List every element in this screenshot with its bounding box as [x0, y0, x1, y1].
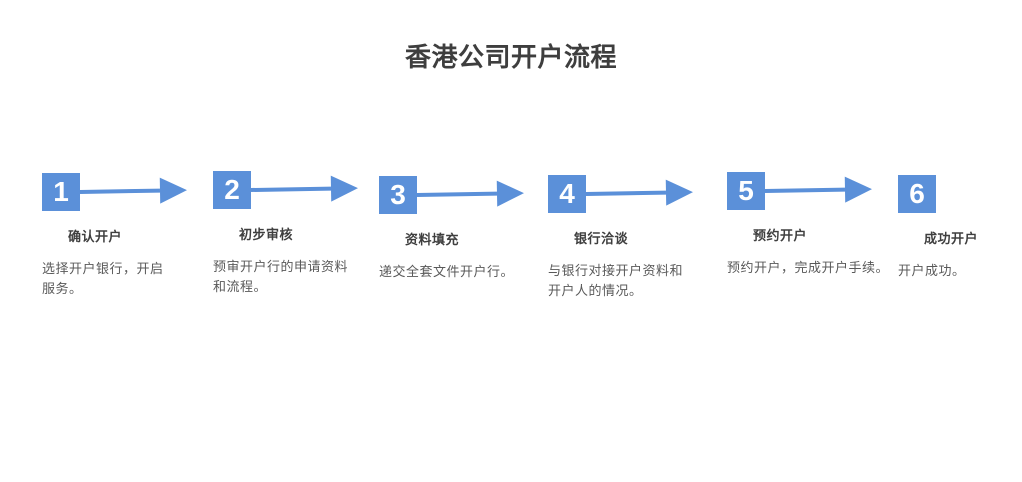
arrow-right-icon [764, 176, 873, 204]
step-3-number-badge: 3 [379, 176, 417, 214]
step-2: 2 初步审核 预审开户行的申请资料 和流程。 [213, 171, 393, 297]
step-3-description: 递交全套文件开户行。 [379, 264, 515, 279]
step-5-label: 预约开户 [753, 228, 808, 243]
step-6-label: 成功开户 [924, 231, 979, 246]
page-title: 香港公司开户流程 [404, 42, 617, 72]
step-1-head: 1 [42, 173, 222, 211]
step-6-head: 6 [898, 175, 1022, 213]
arrow-head [665, 179, 694, 206]
step-3-label: 资料填充 [405, 232, 460, 247]
arrow-shaft [79, 188, 161, 194]
arrow-shaft [250, 186, 332, 192]
step-1-description: 选择开户银行，开启 服务。 [42, 261, 164, 296]
step-2-head: 2 [213, 171, 393, 209]
step-2-label: 初步审核 [239, 227, 294, 242]
step-1-number-badge: 1 [42, 173, 80, 211]
step-1: 1 确认开户 选择开户银行，开启 服务。 [42, 173, 222, 299]
step-4: 4 银行洽谈 与银行对接开户资料和 开户人的情况。 [548, 175, 728, 301]
step-5: 5 预约开户 预约开户，完成开户手续。 [727, 172, 907, 278]
arrow-head [844, 176, 873, 203]
step-5-head: 5 [727, 172, 907, 210]
step-4-label: 银行洽谈 [574, 231, 629, 246]
arrow-shaft [585, 190, 667, 196]
arrow-right-icon [250, 175, 359, 203]
arrow-right-icon [585, 179, 694, 207]
step-4-description: 与银行对接开户资料和 开户人的情况。 [548, 263, 684, 298]
arrow-head [330, 175, 359, 202]
step-1-label: 确认开户 [68, 229, 123, 244]
arrow-head [159, 177, 188, 204]
step-2-description: 预审开户行的申请资料 和流程。 [213, 259, 349, 294]
step-3-head: 3 [379, 176, 559, 214]
step-4-head: 4 [548, 175, 728, 213]
step-6-number-badge: 6 [898, 175, 936, 213]
arrow-head [496, 180, 525, 207]
arrow-right-icon [79, 177, 188, 205]
step-2-number-badge: 2 [213, 171, 251, 209]
arrow-shaft [416, 191, 498, 197]
step-6-description: 开户成功。 [898, 263, 966, 278]
step-3: 3 资料填充 递交全套文件开户行。 [379, 176, 559, 282]
step-4-number-badge: 4 [548, 175, 586, 213]
step-5-description: 预约开户，完成开户手续。 [727, 260, 890, 275]
arrow-shaft [764, 187, 846, 193]
step-5-number-badge: 5 [727, 172, 765, 210]
arrow-right-icon [416, 180, 525, 208]
step-6: 6 成功开户 开户成功。 [898, 175, 1022, 281]
